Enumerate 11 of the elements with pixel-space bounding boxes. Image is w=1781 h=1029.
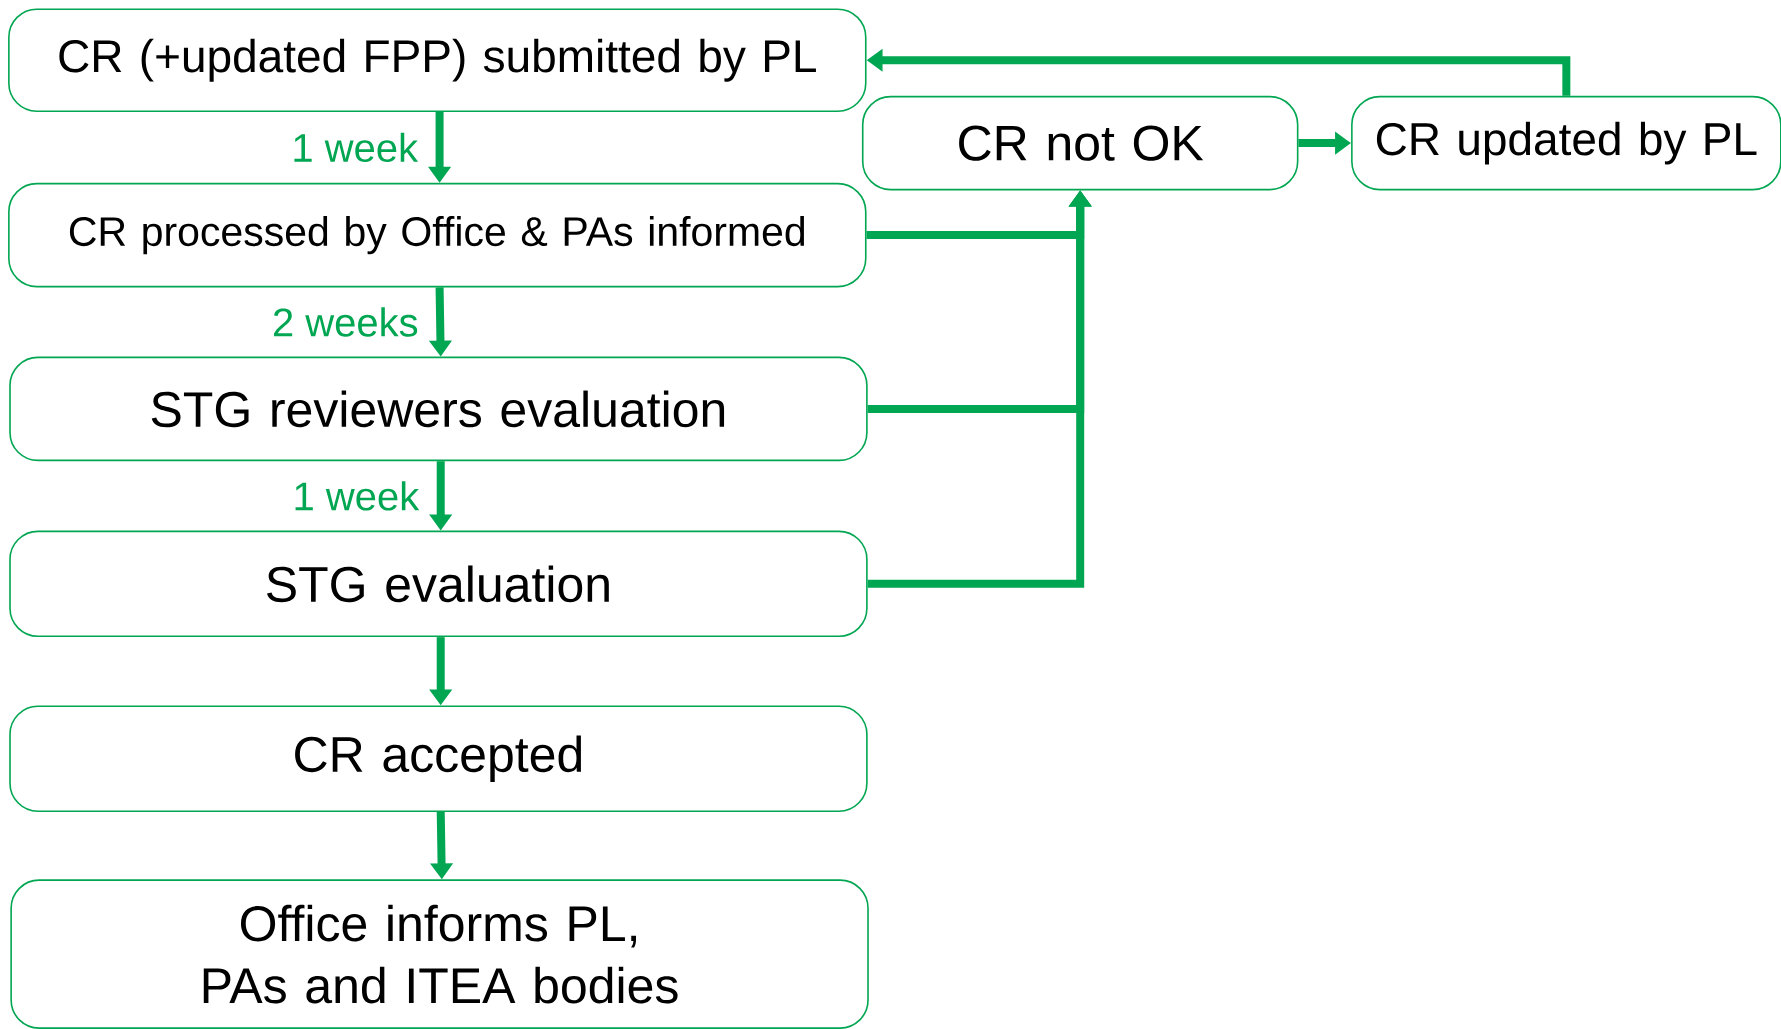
process-box: CR updated by PL [1351,95,1781,191]
process-box: STG evaluation [9,530,868,638]
process-box: CR not OK [861,95,1299,191]
edge-label: 2 weeks [273,307,418,337]
process-box: CR accepted [9,705,868,812]
edge-label: 1 week [295,481,420,511]
process-box: CR processed by Office & PAs informed [8,182,867,288]
process-box: CR (+updated FPP) submitted by PL [8,8,867,112]
process-box: Office informs PL, PAs and ITEA bodies [10,879,869,1029]
process-box: STG reviewers evaluation [9,356,868,462]
edge-label: 1 week [294,132,419,163]
